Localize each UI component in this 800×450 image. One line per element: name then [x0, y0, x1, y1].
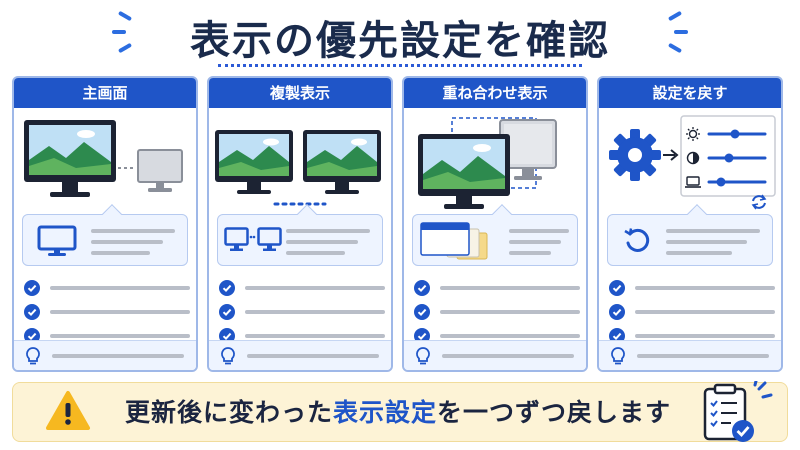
checklist: [24, 276, 190, 348]
check-icon: [414, 280, 430, 296]
list-item: [609, 276, 775, 300]
lightbulb-icon: [26, 346, 40, 364]
banner-text-before: 更新後に変わった: [125, 398, 334, 427]
contrast-icon: [686, 151, 700, 165]
check-icon: [24, 280, 40, 296]
card-title: 設定を戻す: [599, 78, 781, 108]
list-item: [414, 276, 580, 300]
list-item: [219, 300, 385, 324]
title-area: 表示の優先設定を確認: [0, 0, 800, 72]
overlapping-monitors-illustration: [418, 117, 557, 209]
monitor-icon: [215, 130, 293, 194]
list-item: [24, 276, 190, 300]
overlapping-monitors-icon: [418, 117, 557, 209]
banner-message: 更新後に変わった表示設定を一つずつ戻します: [125, 383, 671, 443]
laptop-icon: [685, 176, 701, 188]
placeholder-lines: [91, 229, 175, 262]
clipboard-check-icon: [703, 381, 773, 442]
card-title: 重ね合わせ表示: [404, 78, 586, 108]
check-icon: [219, 304, 235, 320]
checklist: [219, 276, 385, 348]
check-icon: [609, 280, 625, 296]
tip-strip: [14, 340, 196, 370]
brightness-icon: [686, 127, 700, 141]
lightbulb-icon: [416, 346, 430, 364]
stacked-windows-icon: [420, 222, 488, 260]
arrow-right-icon: [663, 149, 679, 161]
tip-strip: [209, 340, 391, 370]
list-item: [219, 276, 385, 300]
tip-strip: [599, 340, 781, 370]
lightbulb-icon: [221, 346, 235, 364]
monitor-icon: [37, 225, 77, 256]
placeholder-lines: [286, 229, 370, 262]
title-underline: [218, 64, 582, 67]
checklist: [609, 276, 775, 348]
info-bubble: [22, 204, 188, 266]
check-icon: [219, 280, 235, 296]
settings-panel-illustration: [609, 115, 776, 210]
secondary-monitor-icon: [137, 149, 183, 192]
card-title: 主画面: [14, 78, 196, 108]
card-restore-settings: 設定を戻す: [597, 76, 783, 372]
check-icon: [609, 304, 625, 320]
monitor-icon: [303, 130, 381, 194]
info-bubble: [607, 204, 773, 266]
lightbulb-icon: [611, 346, 625, 364]
checklist: [414, 276, 580, 348]
card-primary-display: 主画面: [12, 76, 198, 372]
primary-monitor-icon: [24, 120, 116, 197]
list-item: [609, 300, 775, 324]
placeholder-lines: [666, 229, 760, 262]
banner-text-after: を一つずつ戻します: [437, 398, 672, 427]
info-bubble: [412, 204, 578, 266]
card-duplicate-display: 複製表示: [207, 76, 393, 372]
sync-icon: [751, 194, 767, 210]
list-item: [24, 300, 190, 324]
gear-icon: [609, 129, 661, 181]
check-icon: [24, 304, 40, 320]
warning-icon: [46, 391, 90, 430]
warning-banner: 更新後に変わった表示設定を一つずつ戻します: [12, 381, 788, 443]
info-bubble: [217, 204, 383, 266]
check-icon: [414, 304, 430, 320]
banner-text-highlight: 表示設定: [333, 398, 438, 427]
page-title: 表示の優先設定を確認: [190, 18, 610, 64]
tip-strip: [404, 340, 586, 370]
monitor-icon: [224, 227, 282, 251]
primary-monitor-illustration: [24, 120, 183, 197]
list-item: [414, 300, 580, 324]
card-title: 複製表示: [209, 78, 391, 108]
undo-icon: [624, 228, 650, 252]
card-overlay-display: 重ね合わせ表示: [402, 76, 588, 372]
duplicate-monitors-illustration: [215, 130, 381, 206]
placeholder-lines: [509, 229, 569, 262]
